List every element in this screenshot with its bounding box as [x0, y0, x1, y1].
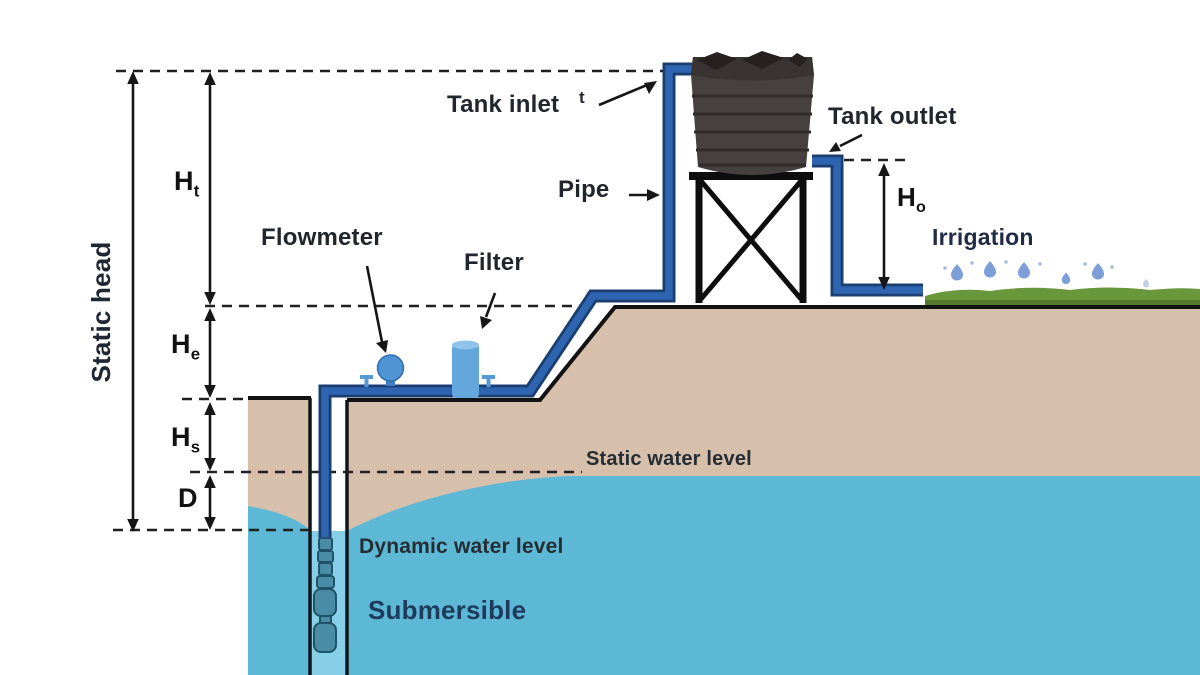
pipe-pointer-arrow — [629, 189, 660, 201]
ho-arrow — [878, 163, 890, 290]
tank-inlet-pointer-arrow — [598, 81, 657, 107]
flowmeter-pointer-arrow — [365, 265, 388, 353]
filter-pointer-arrow — [480, 292, 497, 329]
pipe-fitting-right-icon — [482, 375, 495, 387]
he-sub: e — [190, 344, 201, 364]
ho-sub: o — [915, 198, 927, 217]
groundwater — [248, 476, 1200, 675]
label-tank-outlet: Tank outlet — [828, 103, 957, 130]
label-static-water-level: Static water level — [586, 448, 752, 470]
dashed-reference-lines — [113, 69, 908, 532]
label-pipe: Pipe — [558, 176, 610, 203]
label-tank-inlet-mark: t — [579, 88, 585, 107]
ht-arrow — [204, 72, 216, 305]
water-droplets-icon — [943, 260, 1149, 288]
label-ho: Ho — [897, 184, 926, 215]
water-tank — [691, 51, 814, 175]
flowmeter-icon — [376, 354, 405, 386]
grass — [925, 287, 1200, 306]
tank-stand — [689, 172, 813, 303]
ht-sub: t — [193, 181, 200, 201]
label-flowmeter: Flowmeter — [261, 224, 383, 251]
label-hs: Hs — [171, 424, 200, 456]
label-static-head: Static head — [86, 241, 116, 383]
he-arrow — [204, 308, 216, 398]
d-arrow — [204, 475, 216, 530]
dimension-arrows — [127, 71, 890, 532]
filter-icon — [452, 340, 479, 398]
hs-sub: s — [190, 437, 201, 457]
label-tank-inlet: Tank inlet — [447, 91, 560, 118]
label-d: D — [178, 485, 198, 517]
ht-base: H — [174, 166, 194, 196]
outlet-pipe — [812, 154, 923, 297]
ho-base: H — [897, 182, 916, 212]
submersible-pump-icon — [313, 537, 337, 653]
label-dynamic-water-level: Dynamic water level — [359, 535, 564, 558]
he-base: H — [171, 329, 191, 359]
label-irrigation: Irrigation — [932, 224, 1034, 250]
label-he: He — [171, 331, 200, 363]
main-pipe — [318, 62, 694, 548]
tank-outlet-pointer-arrow — [829, 133, 863, 152]
ground-outline — [248, 305, 1200, 402]
hs-base: H — [171, 422, 191, 452]
label-filter: Filter — [464, 249, 524, 276]
hs-arrow — [204, 402, 216, 471]
static-head-arrow — [127, 71, 139, 532]
pipe-fitting-left-icon — [360, 375, 373, 387]
label-submersible: Submersible — [368, 595, 527, 625]
label-ht: Ht — [174, 168, 199, 200]
d-base: D — [178, 483, 198, 513]
